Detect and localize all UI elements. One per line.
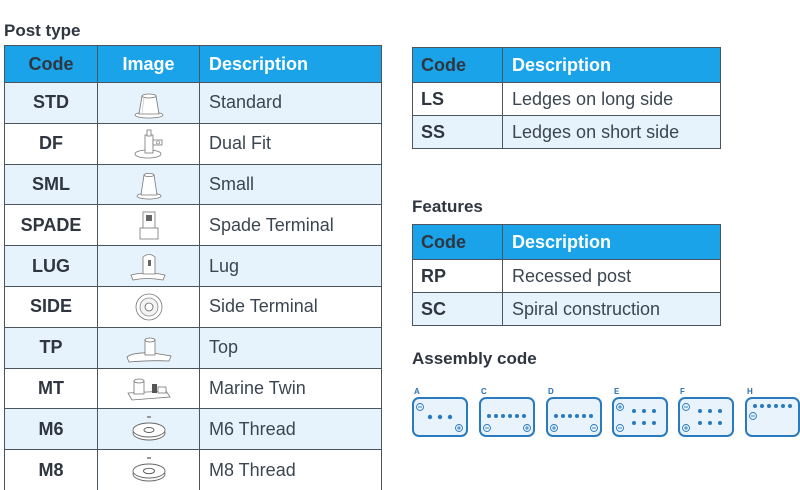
column-header-code: Code bbox=[4, 45, 98, 83]
row-description: Top bbox=[199, 326, 382, 369]
post-type-table: Code Image Description STD Standard DF D… bbox=[4, 45, 382, 490]
column-header-description: Description bbox=[199, 45, 382, 83]
standard-post-icon bbox=[134, 93, 163, 119]
dual-fit-post-icon bbox=[134, 129, 162, 159]
column-header-image: Image bbox=[97, 45, 200, 83]
side-terminal-icon bbox=[135, 293, 162, 321]
table-row: M6 M6 Thread bbox=[4, 408, 382, 451]
post-type-title: Post type bbox=[4, 21, 81, 40]
row-code: SS bbox=[412, 115, 503, 149]
table-row: SIDE Side Terminal bbox=[4, 285, 382, 328]
row-code: M8 bbox=[4, 449, 98, 490]
assembly-letter: H bbox=[747, 387, 753, 396]
table-row: M8 M8 Thread bbox=[4, 449, 382, 490]
column-header-code: Code bbox=[412, 47, 503, 83]
row-code: MT bbox=[4, 367, 98, 410]
row-description: M6 Thread bbox=[199, 408, 382, 451]
table-row: RP Recessed post bbox=[412, 259, 721, 293]
assembly-e-icon bbox=[616, 403, 656, 432]
row-code: STD bbox=[4, 82, 98, 124]
row-description: Spiral construction bbox=[502, 292, 721, 326]
row-code: LUG bbox=[4, 245, 98, 287]
assembly-h-icon bbox=[749, 404, 792, 420]
m6-thread-icon bbox=[132, 416, 165, 441]
table-row: LS Ledges on long side bbox=[412, 82, 721, 116]
top-post-icon bbox=[126, 337, 172, 363]
assembly-letter: E bbox=[614, 387, 620, 396]
row-description: Recessed post bbox=[502, 259, 721, 293]
marine-twin-icon bbox=[126, 379, 171, 401]
table-row: MT Marine Twin bbox=[4, 367, 382, 410]
row-code: RP bbox=[412, 259, 503, 293]
row-code: M6 bbox=[4, 408, 98, 451]
table-row: TP Top bbox=[4, 326, 382, 369]
row-description: Lug bbox=[199, 245, 382, 287]
table-header-row: Code Description bbox=[412, 224, 721, 260]
table-header-row: Code Image Description bbox=[4, 45, 382, 83]
assembly-letter: D bbox=[548, 387, 554, 396]
row-code: SIDE bbox=[4, 285, 98, 328]
table-row: SPADE Spade Terminal bbox=[4, 204, 382, 247]
row-description: Ledges on short side bbox=[502, 115, 721, 149]
assembly-letter: F bbox=[680, 387, 685, 396]
column-header-description: Description bbox=[502, 224, 721, 260]
features-table: Code Description RP Recessed post SC Spi… bbox=[412, 224, 721, 326]
table-row: SS Ledges on short side bbox=[412, 115, 721, 149]
assembly-f-icon bbox=[682, 403, 722, 432]
assembly-letter: A bbox=[414, 387, 420, 396]
spade-terminal-icon bbox=[139, 211, 158, 240]
assembly-code-title: Assembly code bbox=[412, 349, 537, 368]
row-description: M8 Thread bbox=[199, 449, 382, 490]
table-row: STD Standard bbox=[4, 82, 382, 124]
column-header-code: Code bbox=[412, 224, 503, 260]
row-code: SPADE bbox=[4, 204, 98, 247]
row-description: Dual Fit bbox=[199, 122, 382, 165]
table-row: LUG Lug bbox=[4, 245, 382, 287]
assembly-letter: C bbox=[481, 387, 487, 396]
row-code: DF bbox=[4, 122, 98, 165]
row-description: Ledges on long side bbox=[502, 82, 721, 116]
table-header-row: Code Description bbox=[412, 47, 721, 83]
row-code: SML bbox=[4, 163, 98, 206]
ledge-table: Code Description LS Ledges on long side … bbox=[412, 47, 721, 149]
assembly-c-icon bbox=[483, 414, 531, 432]
column-header-description: Description bbox=[502, 47, 721, 83]
small-post-icon bbox=[136, 173, 161, 200]
row-description: Marine Twin bbox=[199, 367, 382, 410]
m8-thread-icon bbox=[132, 457, 165, 482]
row-description: Side Terminal bbox=[199, 285, 382, 328]
table-row: SC Spiral construction bbox=[412, 292, 721, 326]
row-description: Standard bbox=[199, 82, 382, 124]
lug-terminal-icon bbox=[129, 254, 166, 281]
row-code: SC bbox=[412, 292, 503, 326]
assembly-a-icon bbox=[416, 403, 463, 432]
row-code: TP bbox=[4, 326, 98, 369]
row-description: Small bbox=[199, 163, 382, 206]
row-code: LS bbox=[412, 82, 503, 116]
assembly-d-icon bbox=[550, 414, 598, 432]
table-row: DF Dual Fit bbox=[4, 122, 382, 165]
row-description: Spade Terminal bbox=[199, 204, 382, 247]
features-title: Features bbox=[412, 197, 483, 216]
table-row: SML Small bbox=[4, 163, 382, 206]
